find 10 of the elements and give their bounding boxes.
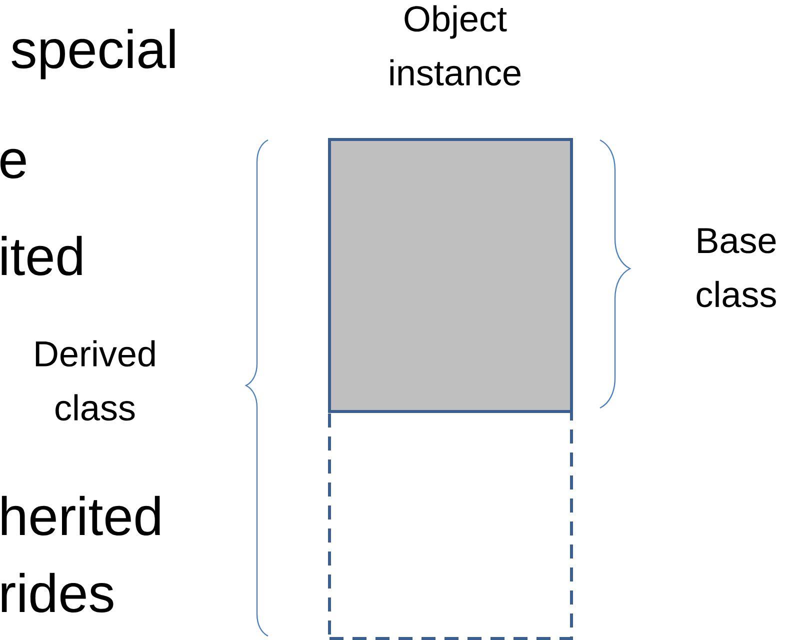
filled-box [328,138,573,413]
heading-text: e [0,148,26,179]
dashed-box [328,410,573,640]
label: Base class [696,228,776,308]
heading-text: herited [2,496,160,536]
label: Derived class [36,340,155,421]
heading-text: ited [2,236,82,276]
label: Object instance [390,5,520,86]
heading-text: special [12,28,175,80]
heading-text: rides [2,572,114,613]
